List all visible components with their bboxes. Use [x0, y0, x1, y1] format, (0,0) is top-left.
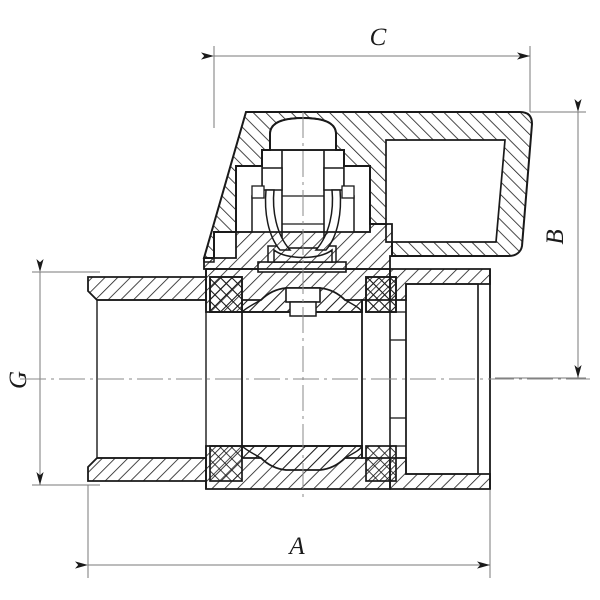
seat-seal-left-lower: [209, 445, 243, 482]
ball-bore-outline: [241, 312, 363, 446]
stem-seal-left: [209, 276, 243, 313]
dimension-C-label: C: [370, 24, 387, 51]
dimension-A: A: [75, 300, 491, 578]
lever-handle-inner-void: [385, 139, 506, 243]
dimension-B-label: B: [542, 229, 569, 244]
dimension-G-label: G: [5, 371, 32, 389]
stem-seal-right: [365, 276, 397, 313]
bonnet-left-block: [235, 165, 263, 233]
bonnet-right-block: [343, 165, 371, 233]
stem-key-detail: [251, 185, 355, 199]
dimension-C: C: [201, 24, 531, 128]
ball-spherical-profile: [241, 299, 363, 459]
left-port-wall-upper: [87, 276, 207, 301]
dimension-A-label: A: [287, 533, 305, 560]
left-port-wall-lower: [87, 457, 207, 482]
body-bonnet-top: [203, 223, 393, 270]
dimension-B: B: [495, 99, 586, 379]
ball-lower-section: [241, 445, 363, 471]
